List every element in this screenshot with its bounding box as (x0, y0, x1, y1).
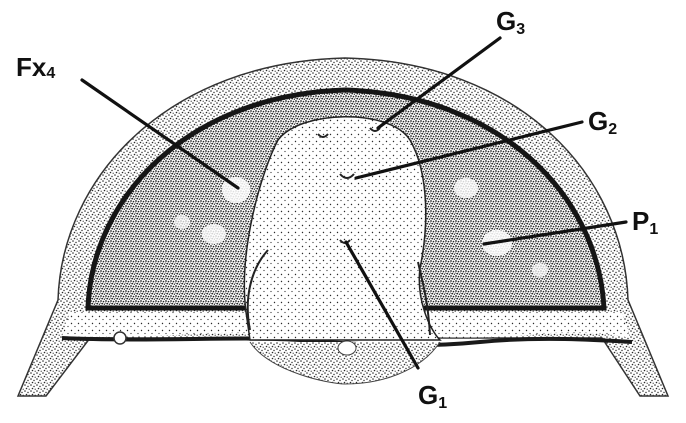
label-fx4: Fx4 (16, 52, 55, 82)
label-g3: G3 (496, 6, 525, 38)
glabella (244, 117, 440, 340)
occipital-node (338, 341, 356, 355)
label-p1: P1 (632, 206, 658, 238)
label-g1: G1 (418, 380, 447, 412)
label-g2: G2 (588, 106, 617, 138)
